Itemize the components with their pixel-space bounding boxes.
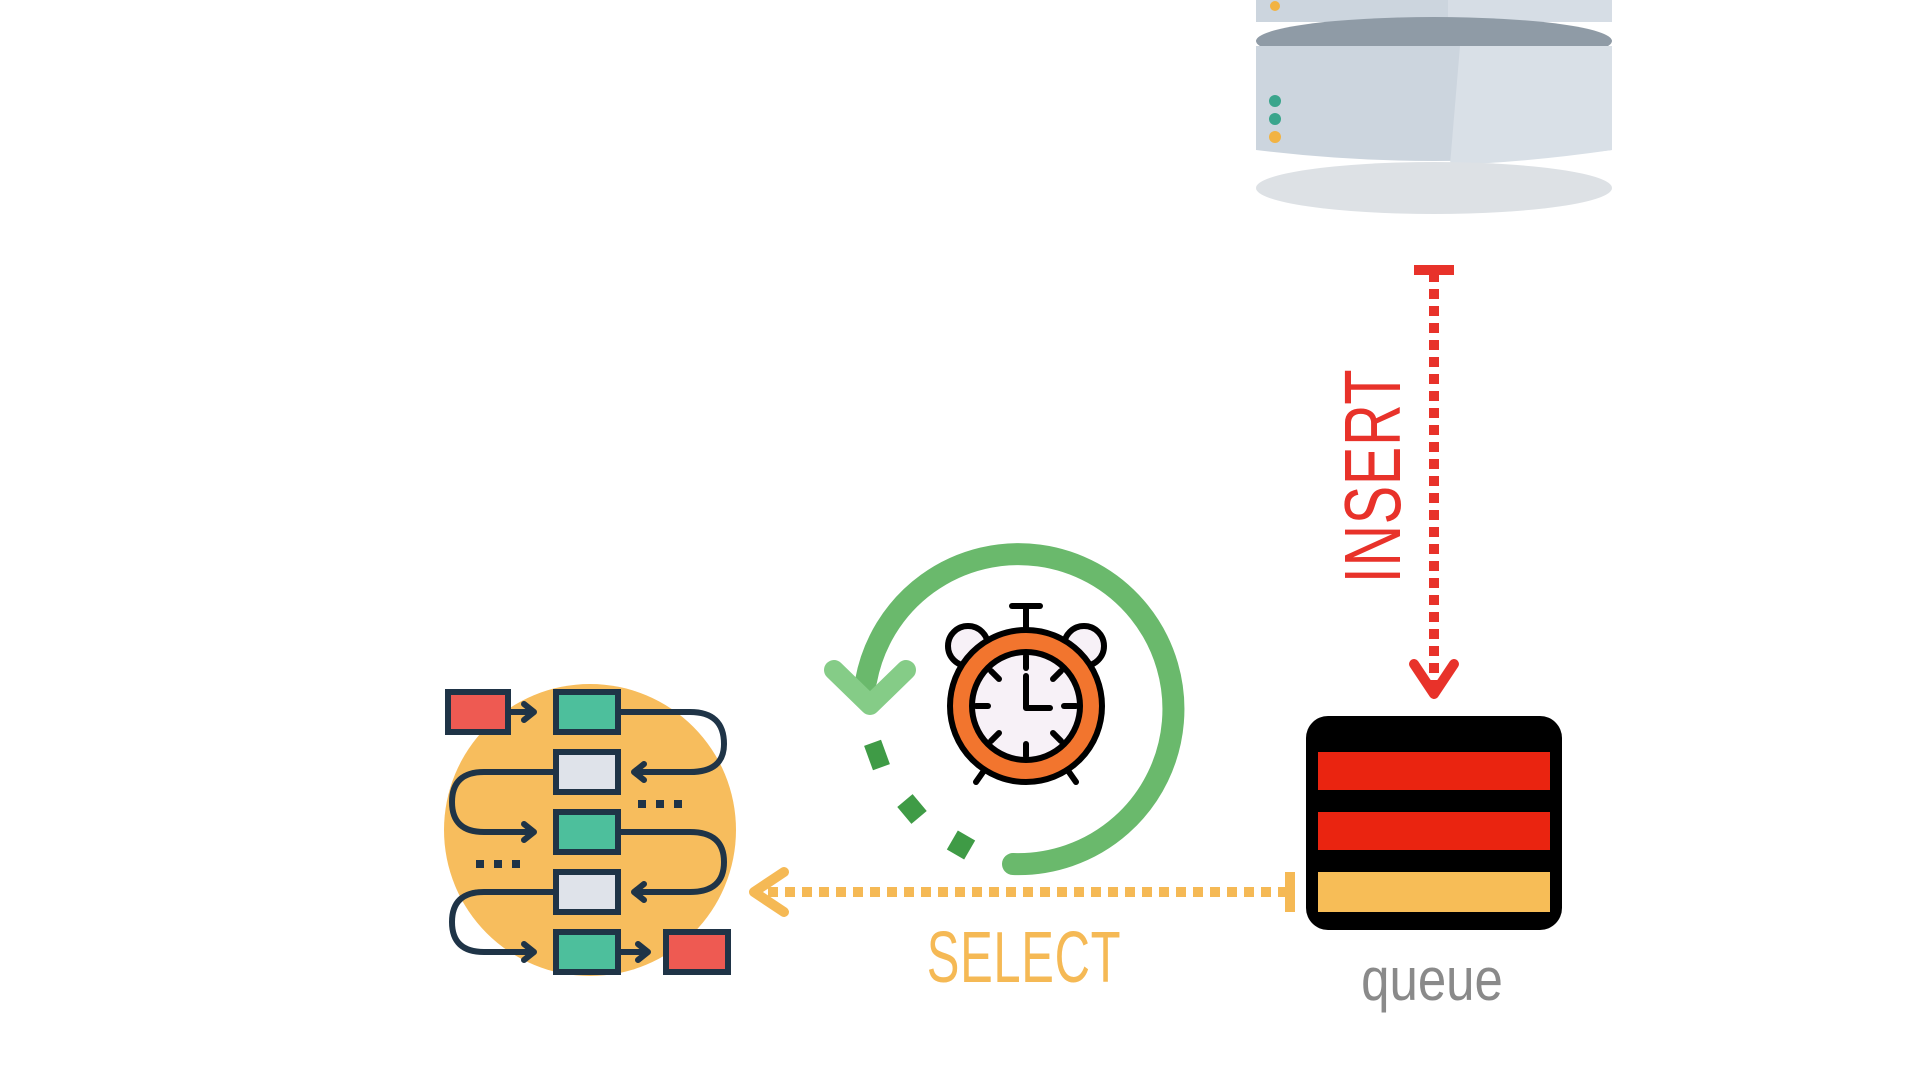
select-label: SELECT [927, 918, 1121, 999]
clock-ticks [973, 653, 1079, 759]
workflow-end-node [663, 929, 731, 975]
cycle-arrow-head [824, 660, 916, 715]
queue-slot-3 [1318, 872, 1550, 912]
database-disk-top-highlight [1448, 0, 1612, 22]
database-disk-middle-highlight [1450, 46, 1612, 165]
insert-label: INSERT [1328, 369, 1418, 583]
queue-slot-2 [1318, 812, 1550, 850]
queue-label: queue [1361, 946, 1503, 1013]
select-arrow [749, 867, 1295, 917]
queue-icon [1306, 716, 1562, 930]
workflow-connectors [449, 709, 727, 955]
cycle-dot-1 [864, 739, 890, 771]
database-icon [1256, 0, 1612, 214]
queue-slot-1 [1318, 752, 1550, 790]
workflow-icon [444, 684, 736, 976]
workflow-node-2 [553, 749, 621, 795]
cycle-arc [855, 543, 1185, 876]
database-led-2 [1269, 113, 1281, 125]
insert-arrow-head [1409, 659, 1459, 699]
workflow-node-4 [553, 869, 621, 915]
workflow-arrowheads [521, 701, 651, 963]
workflow-node-5 [553, 929, 621, 975]
alarm-clock-icon [945, 603, 1107, 785]
cycle-arrow-icon [824, 543, 1185, 876]
clock-hands [1023, 673, 1053, 711]
workflow-node-1 [553, 689, 621, 735]
cycle-dot-2 [897, 794, 927, 824]
database-led-top [1270, 1, 1280, 11]
insert-arrow [1409, 265, 1459, 699]
select-arrow-head [749, 867, 789, 917]
database-led-1 [1269, 95, 1281, 107]
workflow-node-3 [553, 809, 621, 855]
database-base [1256, 162, 1612, 214]
workflow-start-node [445, 689, 511, 735]
database-led-3 [1269, 131, 1281, 143]
cycle-dot-3 [946, 830, 976, 860]
workflow-ellipsis [476, 800, 682, 868]
